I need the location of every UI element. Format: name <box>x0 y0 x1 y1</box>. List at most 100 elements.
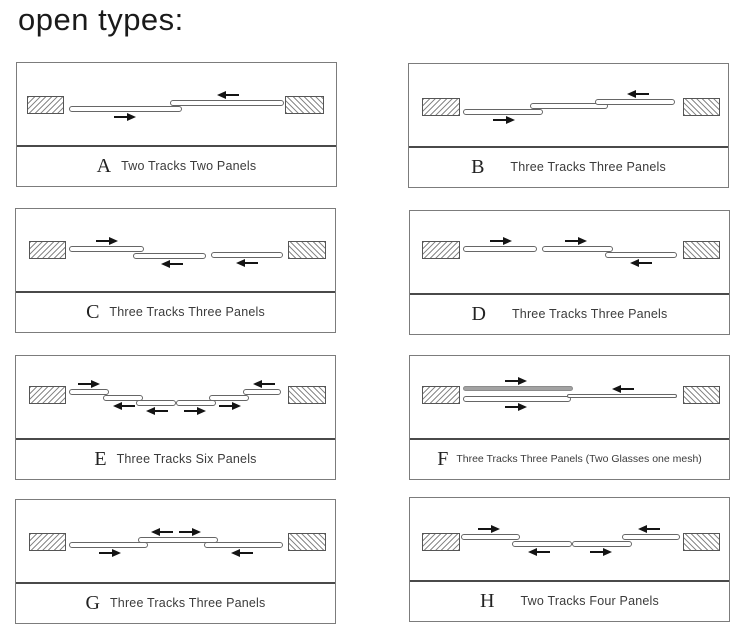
diagram-canvas-f <box>410 356 729 440</box>
diagram-canvas-e <box>16 356 335 440</box>
slide-arrow-left-icon <box>638 525 660 533</box>
slide-arrow-right-icon <box>505 377 527 385</box>
glass-panel-bar <box>567 394 677 398</box>
glass-panel-bar <box>542 246 613 252</box>
type-label: Three Tracks Three Panels <box>511 306 668 321</box>
slide-arrow-right-icon <box>219 402 241 410</box>
slide-arrow-right-icon <box>505 403 527 411</box>
slide-arrow-left-icon <box>217 91 239 99</box>
glass-panel-bar <box>69 106 182 112</box>
glass-panel-bar <box>138 537 218 543</box>
diagram-canvas-h <box>410 498 729 582</box>
glass-panel-bar <box>530 103 608 109</box>
slide-arrow-right-icon <box>179 528 201 536</box>
page-title: open types: <box>18 2 184 37</box>
slide-arrow-left-icon <box>612 385 634 393</box>
glass-panel-bar <box>103 395 143 401</box>
wall-hatch-block <box>422 98 460 116</box>
wall-hatch-block <box>288 386 326 404</box>
wall-hatch-block <box>288 241 326 259</box>
type-caption-h: H Two Tracks Four Panels <box>410 582 729 619</box>
wall-hatch-block <box>29 386 66 404</box>
open-type-panel-c: C Three Tracks Three Panels <box>15 208 336 333</box>
slide-arrow-left-icon <box>161 260 183 268</box>
type-letter: H <box>480 589 495 612</box>
slide-arrow-left-icon <box>236 259 258 267</box>
glass-panel-bar <box>176 400 216 406</box>
slide-arrow-right-icon <box>490 237 512 245</box>
wall-hatch-block <box>29 533 66 551</box>
type-letter: E <box>94 447 107 470</box>
glass-panel-bar <box>209 395 249 401</box>
wall-hatch-block <box>285 96 324 114</box>
open-type-panel-h: H Two Tracks Four Panels <box>409 497 730 622</box>
type-letter: D <box>471 302 486 325</box>
type-caption-d: D Three Tracks Three Panels <box>410 295 729 332</box>
type-label: Two Tracks Two Panels <box>121 158 257 173</box>
wall-hatch-block <box>29 241 66 259</box>
glass-panel-bar <box>463 396 571 402</box>
slide-arrow-right-icon <box>78 380 100 388</box>
slide-arrow-left-icon <box>253 380 275 388</box>
glass-panel-bar <box>170 100 284 106</box>
glass-panel-bar <box>69 542 148 548</box>
wall-hatch-block <box>683 98 720 116</box>
type-letter: A <box>96 154 112 177</box>
type-letter: B <box>471 155 485 178</box>
diagram-canvas-b <box>409 64 728 148</box>
wall-hatch-block <box>27 96 64 114</box>
wall-hatch-block <box>683 241 720 259</box>
type-label: Three Tracks Six Panels <box>116 451 257 466</box>
type-label: Three Tracks Three Panels <box>109 595 266 610</box>
wall-hatch-block <box>422 533 460 551</box>
type-label: Three Tracks Three Panels <box>510 159 666 174</box>
type-caption-a: A Two Tracks Two Panels <box>17 147 336 184</box>
wall-hatch-block <box>422 386 460 404</box>
type-caption-b: B Three Tracks Three Panels <box>409 148 728 185</box>
glass-panel-bar <box>572 541 632 547</box>
glass-panel-bar <box>136 400 176 406</box>
type-label: Three Tracks Three Panels <box>109 304 265 319</box>
slide-arrow-left-icon <box>630 259 652 267</box>
slide-arrow-right-icon <box>99 549 121 557</box>
type-label: Three Tracks Three Panels (Two Glasses o… <box>456 452 702 465</box>
wall-hatch-block <box>422 241 460 259</box>
glass-panel-bar <box>69 389 109 395</box>
slide-arrow-left-icon <box>151 528 173 536</box>
wall-hatch-block <box>683 386 720 404</box>
glass-panel-bar <box>461 534 520 540</box>
type-letter: F <box>437 447 449 470</box>
glass-panel-bar <box>463 246 537 252</box>
type-caption-f: F Three Tracks Three Panels (Two Glasses… <box>410 440 729 477</box>
open-type-panel-g: G Three Tracks Three Panels <box>15 499 336 624</box>
slide-arrow-right-icon <box>478 525 500 533</box>
open-type-panel-e: E Three Tracks Six Panels <box>15 355 336 480</box>
diagram-canvas-a <box>17 63 336 147</box>
type-label: Two Tracks Four Panels <box>520 593 659 608</box>
slide-arrow-right-icon <box>590 548 612 556</box>
slide-arrow-left-icon <box>113 402 135 410</box>
wall-hatch-block <box>288 533 326 551</box>
slide-arrow-left-icon <box>231 549 253 557</box>
diagram-canvas-g <box>16 500 335 584</box>
glass-panel-bar <box>512 541 572 547</box>
glass-panel-bar <box>133 253 206 259</box>
slide-arrow-left-icon <box>146 407 168 415</box>
open-type-panel-d: D Three Tracks Three Panels <box>409 210 730 335</box>
wall-hatch-block <box>683 533 720 551</box>
glass-panel-bar <box>622 534 680 540</box>
glass-panel-bar <box>69 246 144 252</box>
diagram-canvas-d <box>410 211 729 295</box>
slide-arrow-right-icon <box>96 237 118 245</box>
diagram-canvas-c <box>16 209 335 293</box>
slide-arrow-left-icon <box>627 90 649 98</box>
slide-arrow-right-icon <box>114 113 136 121</box>
open-type-panel-b: B Three Tracks Three Panels <box>408 63 729 188</box>
type-letter: G <box>85 591 100 614</box>
glass-panel-bar <box>204 542 283 548</box>
open-type-panel-f: F Three Tracks Three Panels (Two Glasses… <box>409 355 730 480</box>
type-caption-g: G Three Tracks Three Panels <box>16 584 335 621</box>
glass-panel-bar <box>211 252 283 258</box>
glass-panel-bar <box>605 252 677 258</box>
